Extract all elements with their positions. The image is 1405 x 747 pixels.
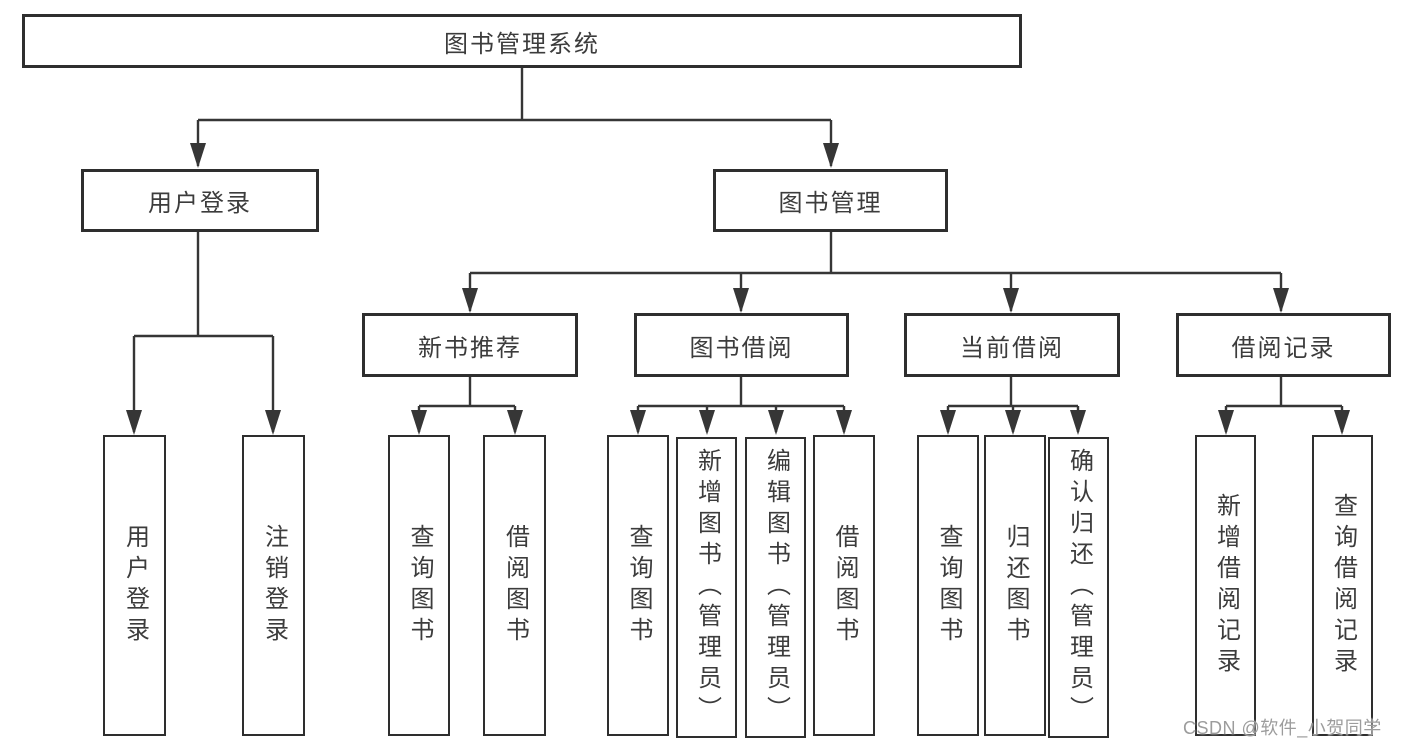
node-label: 新增图书（管理员） xyxy=(693,448,721,727)
node-label: 图书管理 xyxy=(778,190,883,217)
arrow-down-icon xyxy=(1003,288,1019,313)
node-leaf-edit-books-admin: 编辑图书（管理员） xyxy=(745,437,806,738)
arrow-down-icon xyxy=(630,410,646,435)
arrow-down-icon xyxy=(462,288,478,313)
node-label: 注销登录 xyxy=(260,523,288,648)
arrow-down-icon xyxy=(190,143,206,168)
watermark: CSDN @软件_小贺同学 xyxy=(1183,718,1382,738)
node-user-login: 用户登录 xyxy=(81,169,319,232)
node-label: 图书借阅 xyxy=(689,334,794,362)
arrow-down-icon xyxy=(1070,410,1086,435)
node-leaf-borrow-books-2: 借阅图书 xyxy=(813,435,875,736)
node-leaf-query-books-1: 查询图书 xyxy=(388,435,450,736)
node-label: 查询图书 xyxy=(625,523,652,648)
node-leaf-return-books: 归还图书 xyxy=(984,435,1046,736)
node-leaf-confirm-return-admin: 确认归还（管理员） xyxy=(1048,437,1109,738)
node-label: 借阅图书 xyxy=(831,523,858,648)
arrow-down-icon xyxy=(1005,410,1021,435)
arrow-down-icon xyxy=(699,410,715,435)
node-label: 借阅记录 xyxy=(1231,334,1336,362)
node-label: 借阅图书 xyxy=(501,523,529,648)
node-label: 编辑图书（管理员） xyxy=(762,448,790,727)
arrow-down-icon xyxy=(836,410,852,435)
node-leaf-query-books-2: 查询图书 xyxy=(607,435,669,736)
arrow-down-icon xyxy=(823,143,839,168)
node-new-book-recommend: 新书推荐 xyxy=(362,313,578,377)
node-leaf-query-books-3: 查询图书 xyxy=(917,435,979,736)
node-borrowing-records: 借阅记录 xyxy=(1176,313,1391,377)
node-leaf-add-books-admin: 新增图书（管理员） xyxy=(676,437,737,738)
arrow-down-icon xyxy=(940,410,956,435)
node-label: 用户登录 xyxy=(148,190,252,217)
arrow-down-icon xyxy=(265,410,281,435)
connector-edges xyxy=(132,68,1344,432)
node-system-root: 图书管理系统 xyxy=(22,14,1022,68)
node-label: 用户登录 xyxy=(121,523,149,648)
arrow-down-icon xyxy=(1273,288,1289,313)
arrow-down-icon xyxy=(411,410,427,435)
arrow-down-icon xyxy=(1218,410,1234,435)
arrow-down-icon xyxy=(507,410,523,435)
node-leaf-query-borrow-record: 查询借阅记录 xyxy=(1312,435,1373,736)
node-book-borrowing: 图书借阅 xyxy=(634,313,849,377)
node-book-management: 图书管理 xyxy=(713,169,948,232)
node-label: 查询图书 xyxy=(406,523,433,648)
node-leaf-add-borrow-record: 新增借阅记录 xyxy=(1195,435,1256,736)
arrow-down-icon xyxy=(768,410,784,435)
node-label: 归还图书 xyxy=(1002,523,1029,648)
node-leaf-user-login: 用户登录 xyxy=(103,435,166,736)
node-current-borrowing: 当前借阅 xyxy=(904,313,1120,377)
node-leaf-borrow-books-1: 借阅图书 xyxy=(483,435,546,736)
arrow-down-icon xyxy=(126,410,142,435)
node-label: 确认归还（管理员） xyxy=(1065,448,1093,727)
node-leaf-logout: 注销登录 xyxy=(242,435,305,736)
node-label: 图书管理系统 xyxy=(444,30,600,58)
node-label: 新书推荐 xyxy=(418,334,522,362)
arrow-down-icon xyxy=(1334,410,1350,435)
node-label: 新增借阅记录 xyxy=(1212,492,1240,679)
node-label: 查询借阅记录 xyxy=(1329,492,1357,679)
node-label: 查询图书 xyxy=(935,523,962,648)
node-label: 当前借阅 xyxy=(960,334,1064,362)
arrow-down-icon xyxy=(733,288,749,313)
